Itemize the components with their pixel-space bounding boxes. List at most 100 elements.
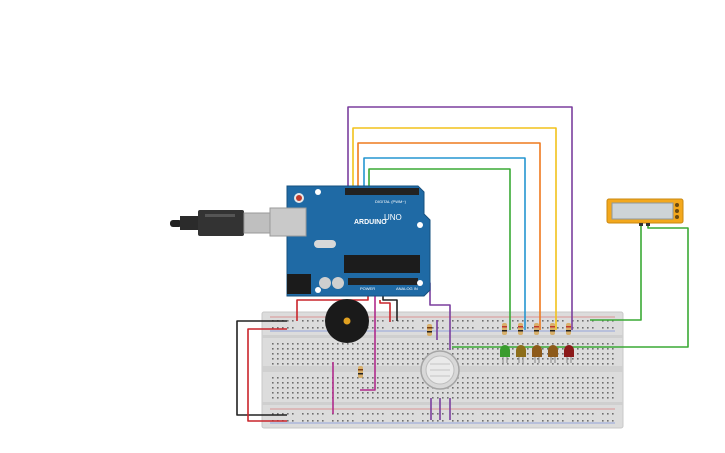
lcd-display-icon[interactable] xyxy=(606,198,684,226)
breadboard-hole xyxy=(467,353,469,355)
breadboard-hole xyxy=(352,348,354,350)
led-yellow-icon[interactable] xyxy=(516,345,526,363)
breadboard-hole xyxy=(472,382,474,384)
breadboard-hole xyxy=(287,363,289,365)
breadboard-hole xyxy=(592,348,594,350)
breadboard-hole xyxy=(427,387,429,389)
breadboard-hole xyxy=(282,377,284,379)
breadboard-hole xyxy=(612,397,614,399)
breadboard-hole xyxy=(367,387,369,389)
wire-green-lcd-1 xyxy=(590,225,642,321)
breadboard-hole xyxy=(547,420,549,422)
breadboard-hole xyxy=(402,353,404,355)
breadboard-hole xyxy=(272,387,274,389)
breadboard-hole xyxy=(297,377,299,379)
breadboard-hole xyxy=(527,348,529,350)
breadboard-hole xyxy=(402,413,404,415)
breadboard-hole xyxy=(357,343,359,345)
breadboard-hole xyxy=(352,377,354,379)
breadboard-hole xyxy=(277,387,279,389)
breadboard-hole xyxy=(482,377,484,379)
breadboard-hole xyxy=(312,363,314,365)
breadboard-hole xyxy=(472,343,474,345)
breadboard-hole xyxy=(577,420,579,422)
breadboard-hole xyxy=(557,392,559,394)
breadboard-hole xyxy=(432,413,434,415)
breadboard-hole xyxy=(417,387,419,389)
breadboard-hole xyxy=(557,420,559,422)
breadboard-hole xyxy=(382,397,384,399)
breadboard-hole xyxy=(497,363,499,365)
breadboard-hole xyxy=(482,413,484,415)
breadboard-hole xyxy=(467,377,469,379)
breadboard-hole xyxy=(512,320,514,322)
breadboard-hole xyxy=(397,392,399,394)
breadboard-hole xyxy=(307,358,309,360)
breadboard-hole xyxy=(297,343,299,345)
breadboard-hole xyxy=(377,397,379,399)
breadboard-hole xyxy=(497,358,499,360)
breadboard-hole xyxy=(312,327,314,329)
breadboard-hole xyxy=(582,397,584,399)
breadboard-hole xyxy=(492,353,494,355)
breadboard-hole xyxy=(437,343,439,345)
led-red-icon[interactable] xyxy=(564,345,574,363)
led-orange-2-icon[interactable] xyxy=(548,345,558,363)
breadboard-hole xyxy=(512,413,514,415)
breadboard-hole xyxy=(487,397,489,399)
resistor-icon xyxy=(534,323,539,335)
analog-header-label: ANALOG IN xyxy=(396,286,418,291)
breadboard-hole xyxy=(302,343,304,345)
led-green-icon[interactable] xyxy=(500,345,510,363)
arduino-board-icon[interactable]: ARDUINO UNO DIGITAL (PWM~) ANALOG IN POW… xyxy=(269,185,431,297)
breadboard-hole xyxy=(302,320,304,322)
breadboard-hole xyxy=(487,358,489,360)
breadboard-hole xyxy=(582,327,584,329)
breadboard-hole xyxy=(392,387,394,389)
breadboard-hole xyxy=(347,348,349,350)
breadboard-hole xyxy=(357,348,359,350)
breadboard-hole xyxy=(277,353,279,355)
breadboard-hole xyxy=(312,348,314,350)
breadboard-hole xyxy=(457,413,459,415)
breadboard-hole xyxy=(457,343,459,345)
led-orange-1-icon[interactable] xyxy=(532,345,542,363)
breadboard-hole xyxy=(327,382,329,384)
breadboard-hole xyxy=(342,382,344,384)
breadboard-hole xyxy=(382,382,384,384)
breadboard-hole xyxy=(392,382,394,384)
breadboard-hole xyxy=(312,413,314,415)
breadboard-hole xyxy=(457,387,459,389)
breadboard-hole xyxy=(522,320,524,322)
breadboard-hole xyxy=(502,377,504,379)
breadboard-hole xyxy=(532,392,534,394)
breadboard-hole xyxy=(472,413,474,415)
breadboard-hole xyxy=(282,392,284,394)
breadboard-hole xyxy=(292,353,294,355)
gas-sensor-icon[interactable] xyxy=(420,350,460,390)
breadboard-hole xyxy=(352,413,354,415)
breadboard-hole xyxy=(442,420,444,422)
breadboard-hole xyxy=(317,420,319,422)
breadboard-hole xyxy=(432,348,434,350)
breadboard-hole xyxy=(302,413,304,415)
breadboard-hole xyxy=(507,392,509,394)
breadboard-hole xyxy=(522,413,524,415)
breadboard-hole xyxy=(382,377,384,379)
breadboard-hole xyxy=(322,397,324,399)
breadboard-hole xyxy=(457,392,459,394)
breadboard-hole xyxy=(437,392,439,394)
breadboard-hole xyxy=(292,377,294,379)
breadboard-hole xyxy=(597,363,599,365)
breadboard-hole xyxy=(352,382,354,384)
breadboard-hole xyxy=(497,343,499,345)
breadboard-hole xyxy=(552,320,554,322)
breadboard-hole xyxy=(377,353,379,355)
breadboard-hole xyxy=(342,348,344,350)
breadboard-hole xyxy=(532,358,534,360)
breadboard-hole xyxy=(567,363,569,365)
breadboard-hole xyxy=(317,353,319,355)
breadboard-hole xyxy=(312,397,314,399)
buzzer-icon[interactable] xyxy=(325,299,369,343)
breadboard-hole xyxy=(447,392,449,394)
